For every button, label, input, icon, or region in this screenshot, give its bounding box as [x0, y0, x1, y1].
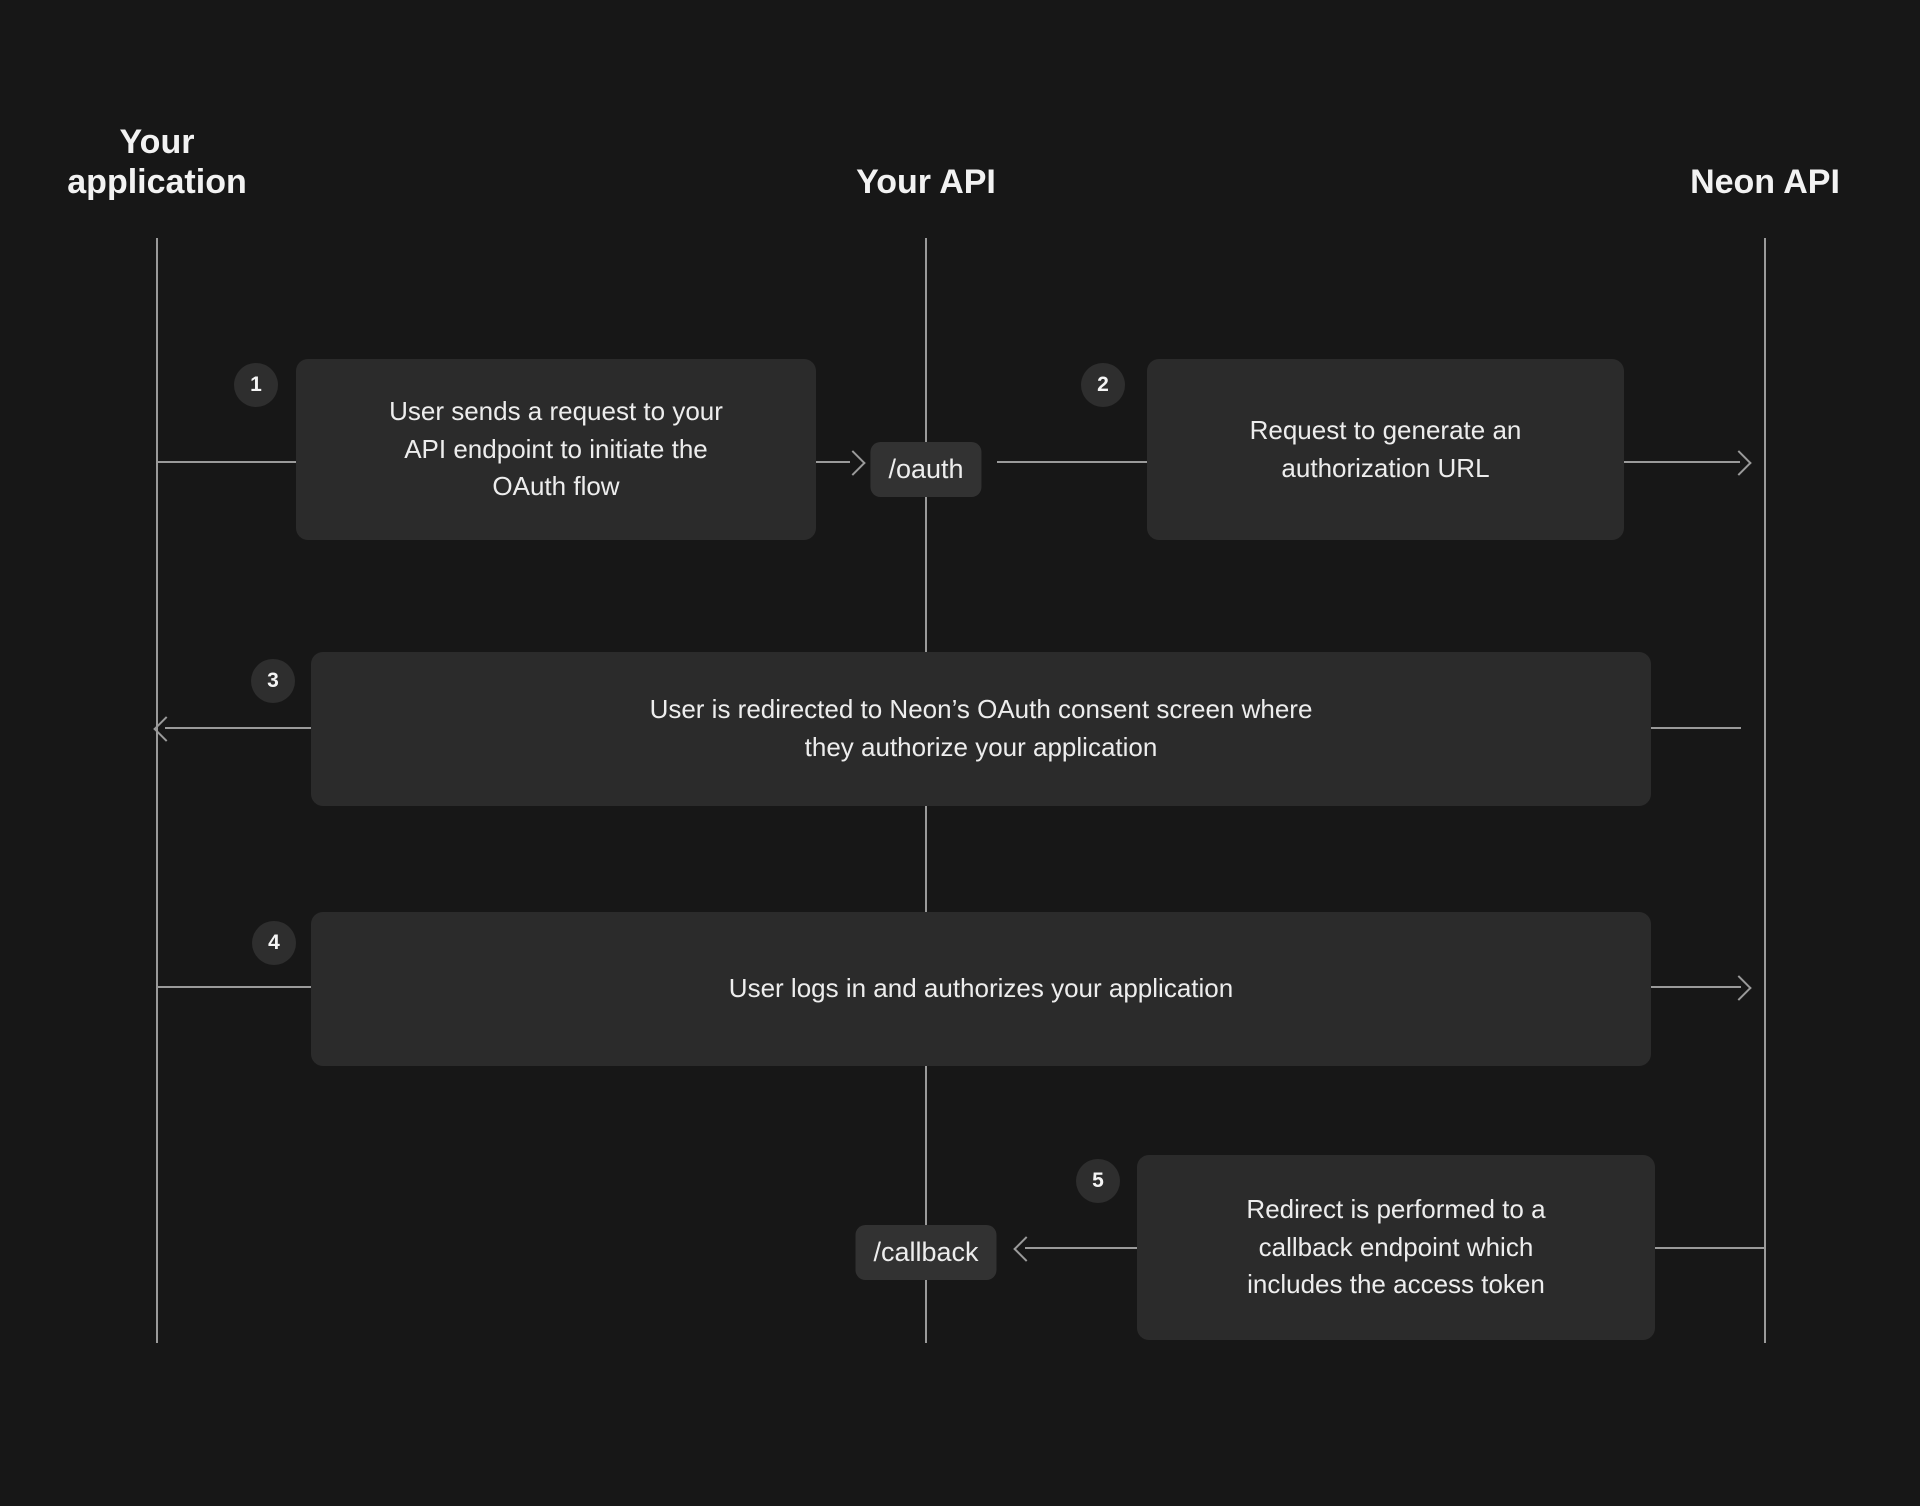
- lane-title-neon-api: Neon API: [1690, 163, 1840, 201]
- step-4-arrowhead: [1726, 975, 1752, 1001]
- step-2-text: Request to generate an authorization URL: [1249, 414, 1522, 483]
- lifeline-neon-api: [1764, 238, 1766, 1343]
- step-2-connector-right: [1624, 461, 1740, 463]
- step-4-connector-right: [1651, 986, 1741, 988]
- step-4-badge: 4: [252, 921, 296, 965]
- step-1-text: User sends a request to your API endpoin…: [389, 395, 723, 502]
- step-1-arrowhead: [840, 450, 866, 476]
- step-4-text: User logs in and authorizes your applica…: [728, 973, 1234, 1004]
- step-2-box: Request to generate an authorization URL: [1147, 359, 1624, 540]
- step-5-text: Redirect is performed to a callback endp…: [1246, 1193, 1546, 1300]
- step-5-arrowhead: [1013, 1236, 1039, 1262]
- step-2-badge: 2: [1081, 363, 1125, 407]
- step-3-text: User is redirected to Neon’s OAuth conse…: [649, 694, 1313, 762]
- lifeline-your-application: [156, 238, 158, 1343]
- step-4-box: User logs in and authorizes your applica…: [311, 912, 1651, 1066]
- step-2-arrowhead: [1726, 450, 1752, 476]
- step-4-connector-left: [157, 986, 311, 988]
- lane-title-your-api: Your API: [856, 163, 996, 201]
- step-5-connector-middle: [1025, 1247, 1137, 1249]
- step-5-badge: 5: [1076, 1159, 1120, 1203]
- step-3-connector-left: [165, 727, 311, 729]
- endpoint-pill-callback-label: /callback: [873, 1237, 979, 1267]
- step-1-box: User sends a request to your API endpoin…: [296, 359, 816, 540]
- step-5-connector-right: [1655, 1247, 1765, 1249]
- step-3-connector-right: [1651, 727, 1741, 729]
- step-3-box: User is redirected to Neon’s OAuth conse…: [311, 652, 1651, 806]
- step-1-connector-left: [157, 461, 296, 463]
- step-1-badge: 1: [234, 363, 278, 407]
- endpoint-pill-oauth-label: /oauth: [888, 454, 964, 484]
- endpoint-pill-callback[interactable]: /callback: [855, 1225, 997, 1280]
- step-1-connector-right: [812, 461, 850, 463]
- step-2-connector-left: [997, 461, 1147, 463]
- step-3-badge: 3: [251, 659, 295, 703]
- step-5-box: Redirect is performed to a callback endp…: [1137, 1155, 1655, 1340]
- lane-title-your-application: Your application: [67, 123, 247, 202]
- endpoint-pill-oauth[interactable]: /oauth: [870, 442, 982, 497]
